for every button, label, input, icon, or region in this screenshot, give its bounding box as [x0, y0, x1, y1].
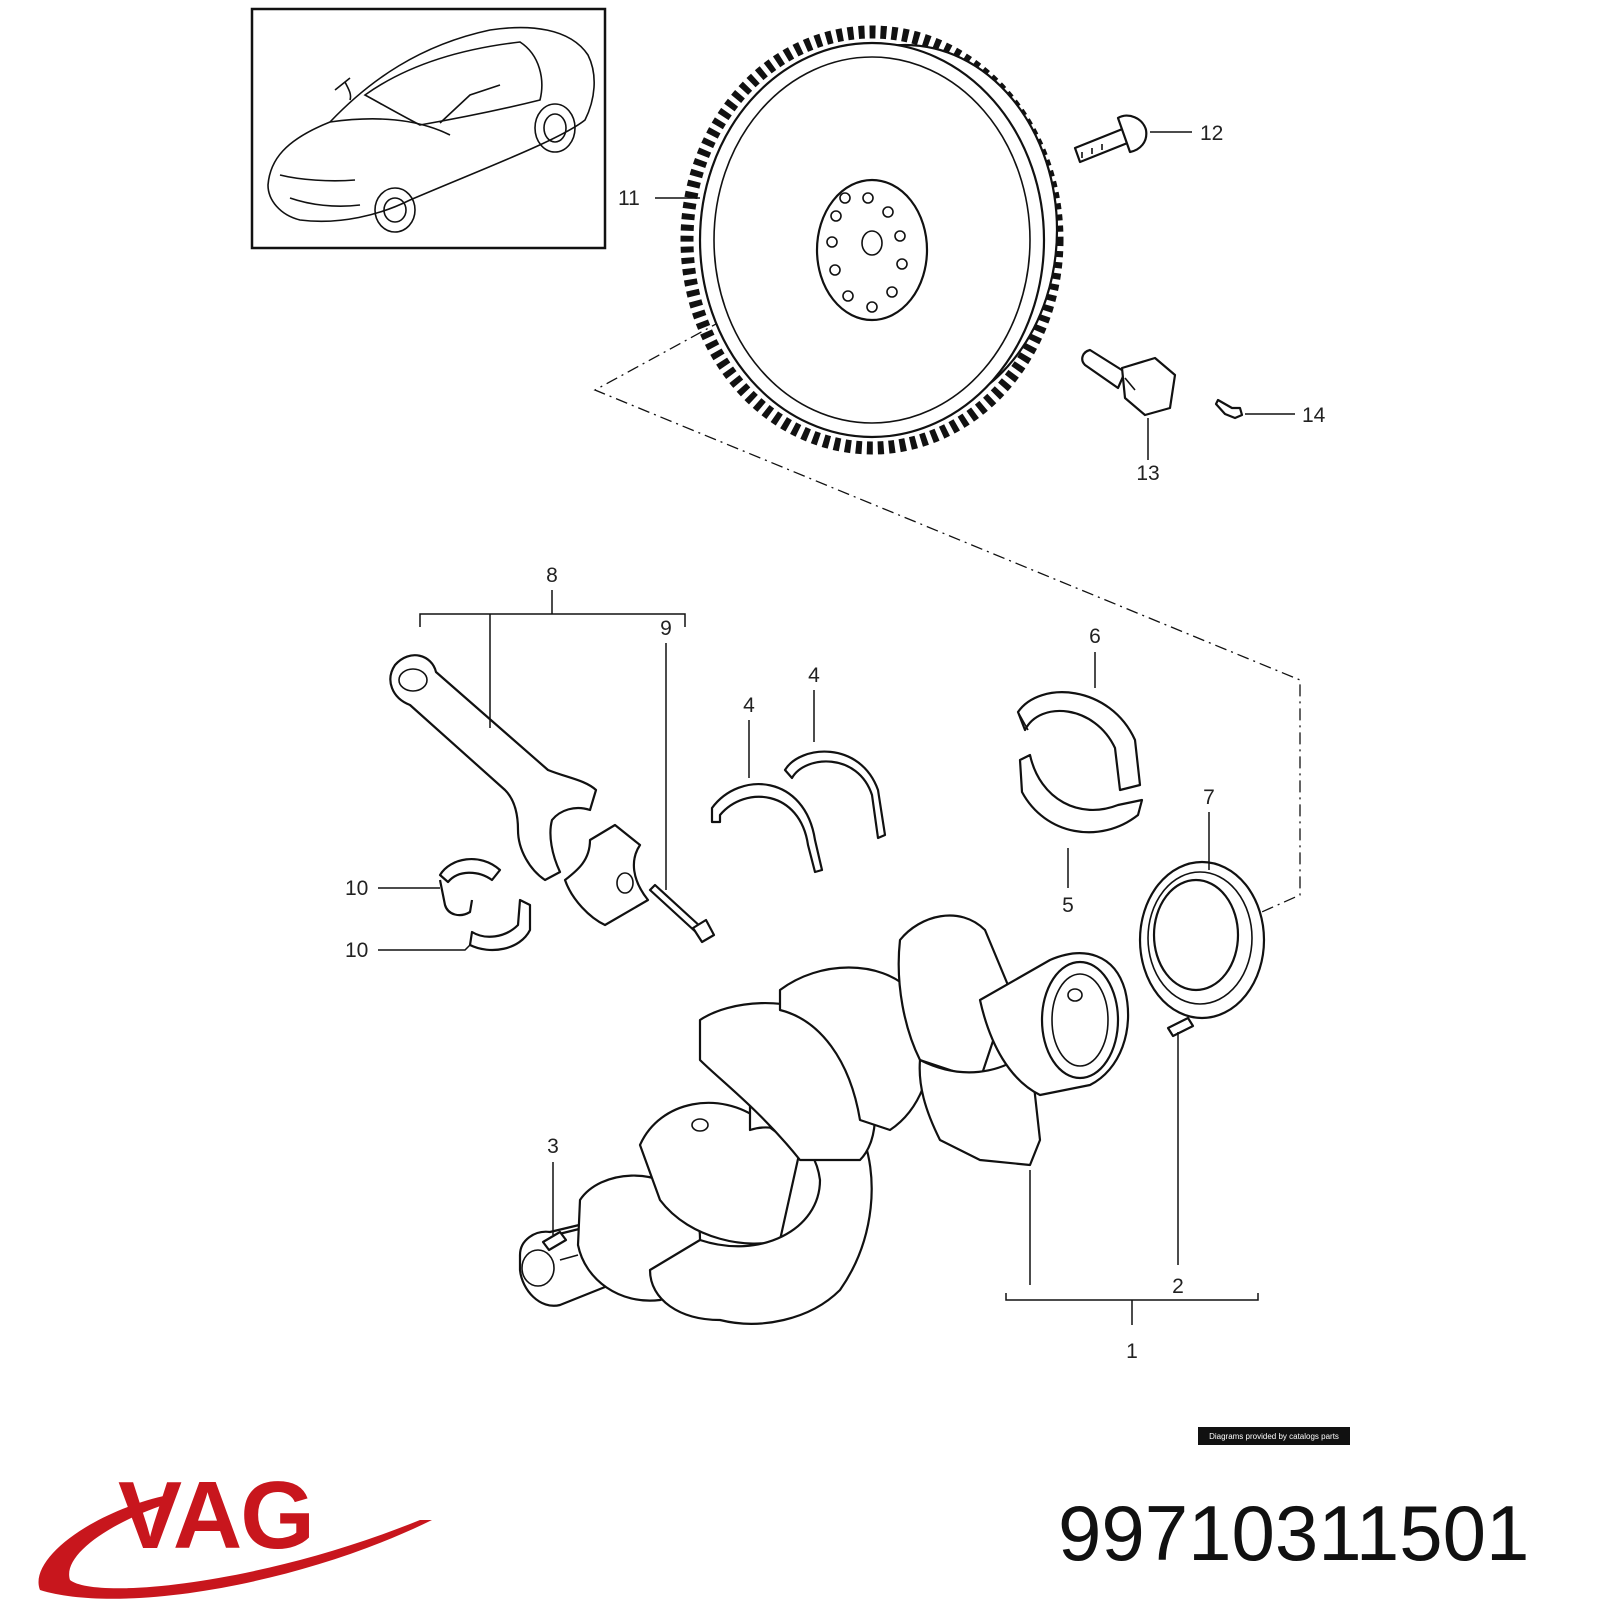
flywheel-bolt-holes — [826, 192, 908, 313]
alignment-dashed-path — [593, 239, 1301, 916]
flywheel — [680, 25, 1064, 455]
callout-2: 2 — [1172, 1275, 1184, 1298]
thrust-washer-right — [783, 750, 887, 840]
callout-4-right: 4 — [808, 664, 820, 687]
thrust-washer-left — [710, 783, 824, 874]
callout-10-upper: 10 — [345, 877, 368, 900]
brand-name: VAG — [118, 1462, 313, 1569]
vehicle-inset — [250, 7, 607, 250]
vag-logo: VAG — [38, 1462, 432, 1599]
main-bearing-upper — [1016, 691, 1142, 792]
callout-3: 3 — [547, 1135, 559, 1158]
rod-cap — [563, 823, 650, 927]
rod-bolt — [648, 883, 716, 944]
callout-1: 1 — [1126, 1340, 1138, 1363]
crankshaft — [518, 914, 1130, 1325]
callout-5: 5 — [1062, 894, 1074, 917]
woodruff-key — [541, 1230, 568, 1252]
flywheel-bolt — [1073, 114, 1148, 164]
callout-8: 8 — [546, 564, 558, 587]
callout-9: 9 — [660, 617, 672, 640]
main-bearing-lower — [1018, 753, 1144, 834]
part-number: 99710311501 — [1058, 1489, 1529, 1577]
callout-12: 12 — [1200, 122, 1223, 145]
rod-bearing-shells — [438, 857, 532, 952]
logo-swoosh — [38, 1495, 432, 1599]
diagram-credit-text: Diagrams provided by catalogs parts — [1209, 1432, 1339, 1441]
callout-labels: 1 2 3 4 4 5 6 7 8 9 10 10 11 12 13 14 — [345, 122, 1326, 1363]
callout-4-left: 4 — [743, 694, 755, 717]
leader-lines — [378, 131, 1295, 1325]
rear-crankshaft-seal — [1138, 860, 1266, 1020]
sensor-screw — [1214, 398, 1244, 420]
speed-sensor — [1081, 348, 1177, 417]
callout-10-lower: 10 — [345, 939, 368, 962]
callout-11: 11 — [618, 187, 640, 210]
diagram-credit-badge: Diagrams provided by catalogs parts — [1198, 1427, 1350, 1445]
callout-13: 13 — [1136, 462, 1159, 485]
callout-7: 7 — [1203, 786, 1215, 809]
dowel-pin — [1166, 1016, 1195, 1038]
callout-14: 14 — [1302, 404, 1326, 427]
car-illustration — [267, 26, 595, 233]
callout-6: 6 — [1089, 625, 1101, 648]
connecting-rod — [389, 654, 598, 882]
